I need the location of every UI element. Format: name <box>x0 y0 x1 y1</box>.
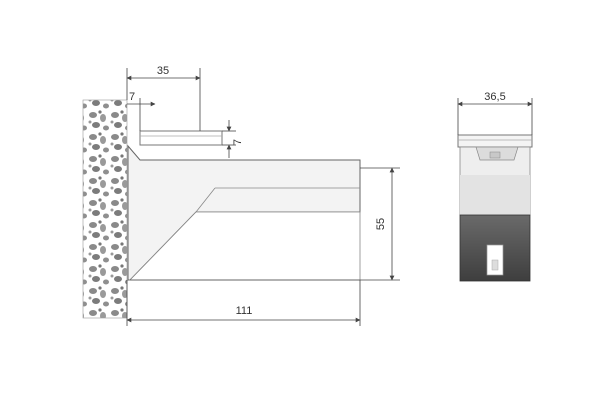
dimension-111: 111 <box>126 280 361 326</box>
dimension-35-label: 35 <box>157 65 169 77</box>
front-top-clamp <box>457 134 533 148</box>
front-view: 36,5 <box>457 91 533 282</box>
dimension-7-horizontal: 7 <box>127 91 156 131</box>
dimension-36-5-label: 36,5 <box>484 91 505 103</box>
dimension-111-label: 111 <box>236 305 253 317</box>
dimension-7-vertical-label: 7 <box>232 139 244 145</box>
dimension-7-vertical: 7 <box>222 120 244 158</box>
dimension-7-horizontal-label: 7 <box>129 91 135 103</box>
side-view: 35 7 7 55 111 <box>82 65 400 326</box>
glass-panel <box>139 130 223 146</box>
wall-stone-texture <box>82 99 128 319</box>
dimension-35: 35 <box>126 65 201 131</box>
dimension-55: 55 <box>360 167 400 281</box>
dimension-36-5: 36,5 <box>457 91 533 135</box>
dimension-55-label: 55 <box>375 218 387 230</box>
